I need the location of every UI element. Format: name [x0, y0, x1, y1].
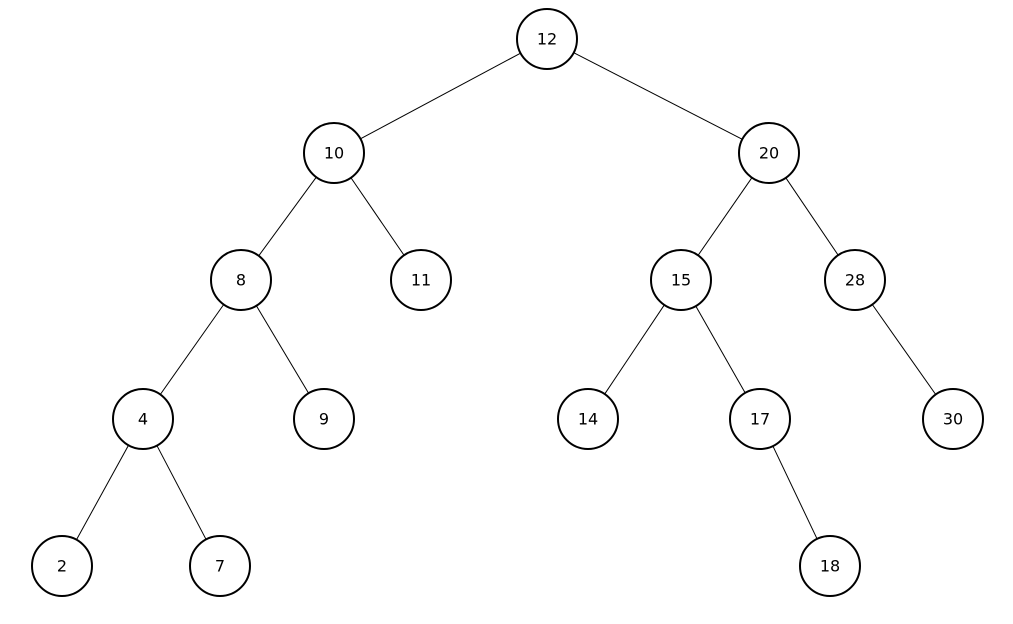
node-label: 30: [943, 410, 963, 429]
edge-n10-n11: [350, 177, 405, 256]
edge-n10-n8: [258, 176, 317, 257]
node-label: 11: [411, 271, 431, 290]
node-circle: [390, 249, 452, 311]
edge-n8-n4: [159, 304, 225, 395]
node-label: 14: [578, 410, 598, 429]
node-label: 10: [324, 144, 344, 163]
edge-n4-n7: [156, 445, 207, 540]
node-label: 12: [537, 30, 557, 49]
node-circle: [210, 249, 272, 311]
node-label: 17: [750, 410, 770, 429]
edge-n17-n18: [772, 445, 818, 540]
tree-node-30: 30: [922, 388, 984, 450]
node-label: 18: [820, 557, 840, 576]
node-circle: [824, 249, 886, 311]
edge-n8-n9: [255, 305, 310, 394]
node-circle: [112, 388, 174, 450]
node-label: 7: [215, 557, 225, 576]
tree-node-2: 2: [31, 535, 93, 597]
tree-node-8: 8: [210, 249, 272, 311]
edge-n20-n15: [697, 177, 753, 256]
node-circle: [293, 388, 355, 450]
edge-n12-n20: [573, 52, 743, 140]
tree-node-11: 11: [390, 249, 452, 311]
tree-node-7: 7: [189, 535, 251, 597]
tree-node-20: 20: [738, 122, 800, 184]
node-label: 28: [845, 271, 865, 290]
node-label: 20: [759, 144, 779, 163]
edge-n12-n10: [360, 52, 521, 140]
tree-node-4: 4: [112, 388, 174, 450]
tree-node-15: 15: [650, 249, 712, 311]
nodes-layer: 12 10 20 8 11 15 28 4 9 14 17 30 2 7 18: [31, 8, 984, 597]
node-circle: [729, 388, 791, 450]
edge-n20-n28: [785, 177, 839, 256]
node-circle: [189, 535, 251, 597]
node-circle: [799, 535, 861, 597]
edge-n28-n30: [871, 304, 937, 395]
node-label: 2: [57, 557, 67, 576]
edge-n15-n14: [604, 304, 665, 395]
node-circle: [557, 388, 619, 450]
tree-node-28: 28: [824, 249, 886, 311]
edges-layer: [76, 52, 937, 540]
tree-node-14: 14: [557, 388, 619, 450]
tree-node-18: 18: [799, 535, 861, 597]
edge-n4-n2: [76, 445, 129, 540]
node-circle: [922, 388, 984, 450]
node-label: 15: [671, 271, 691, 290]
node-label: 4: [138, 410, 148, 429]
edge-n15-n17: [695, 305, 746, 394]
node-circle: [31, 535, 93, 597]
node-circle: [303, 122, 365, 184]
tree-node-10: 10: [303, 122, 365, 184]
tree-node-12: 12: [516, 8, 578, 70]
node-circle: [650, 249, 712, 311]
node-label: 8: [236, 271, 246, 290]
node-label: 9: [319, 410, 329, 429]
tree-node-17: 17: [729, 388, 791, 450]
node-circle: [516, 8, 578, 70]
node-circle: [738, 122, 800, 184]
tree-node-9: 9: [293, 388, 355, 450]
